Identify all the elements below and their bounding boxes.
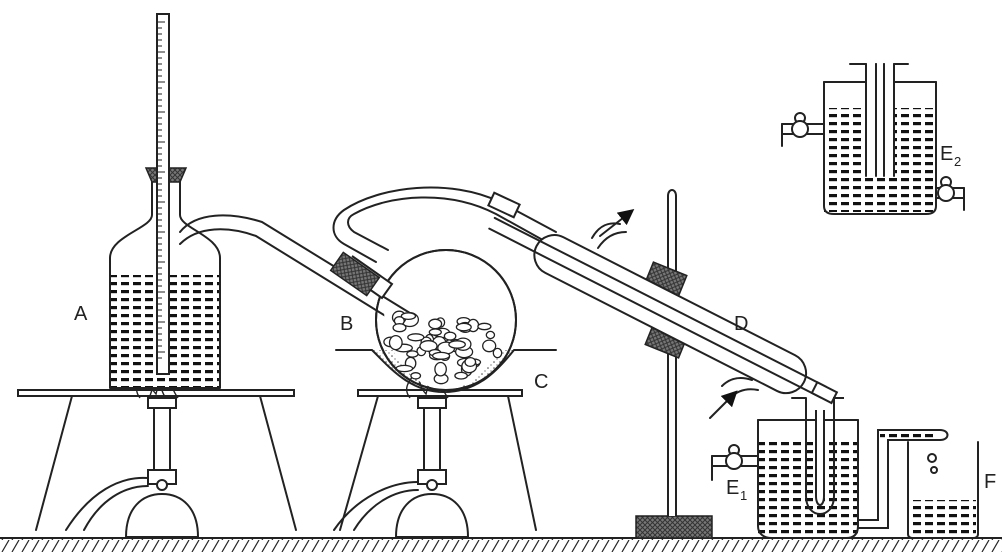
receiver-e1	[711, 397, 949, 539]
label-f: F	[984, 471, 996, 493]
retort-stand	[635, 189, 713, 539]
label-e2: E	[940, 143, 953, 165]
condenser-d	[488, 209, 839, 419]
vapour-tube	[332, 186, 557, 263]
beaker-f	[907, 441, 979, 539]
label-d: D	[734, 313, 748, 335]
bottle-e2	[781, 63, 965, 215]
center-burner	[333, 365, 470, 538]
delivery-tube-a-b	[179, 214, 471, 363]
water-out-arrow	[599, 209, 635, 237]
label-e1: E	[726, 477, 739, 499]
label-e2-subscript: 2	[954, 154, 961, 169]
water-in-arrow	[709, 390, 738, 419]
pebbles	[383, 310, 503, 385]
label-b: B	[340, 313, 353, 335]
label-c: C	[534, 371, 548, 393]
flask-b-stopper	[329, 251, 381, 297]
flask-b	[329, 249, 517, 391]
floor	[0, 537, 1002, 552]
label-a: A	[74, 303, 88, 325]
label-e1-subscript: 1	[740, 488, 747, 503]
left-burner	[65, 365, 200, 538]
long-tube	[156, 13, 170, 375]
